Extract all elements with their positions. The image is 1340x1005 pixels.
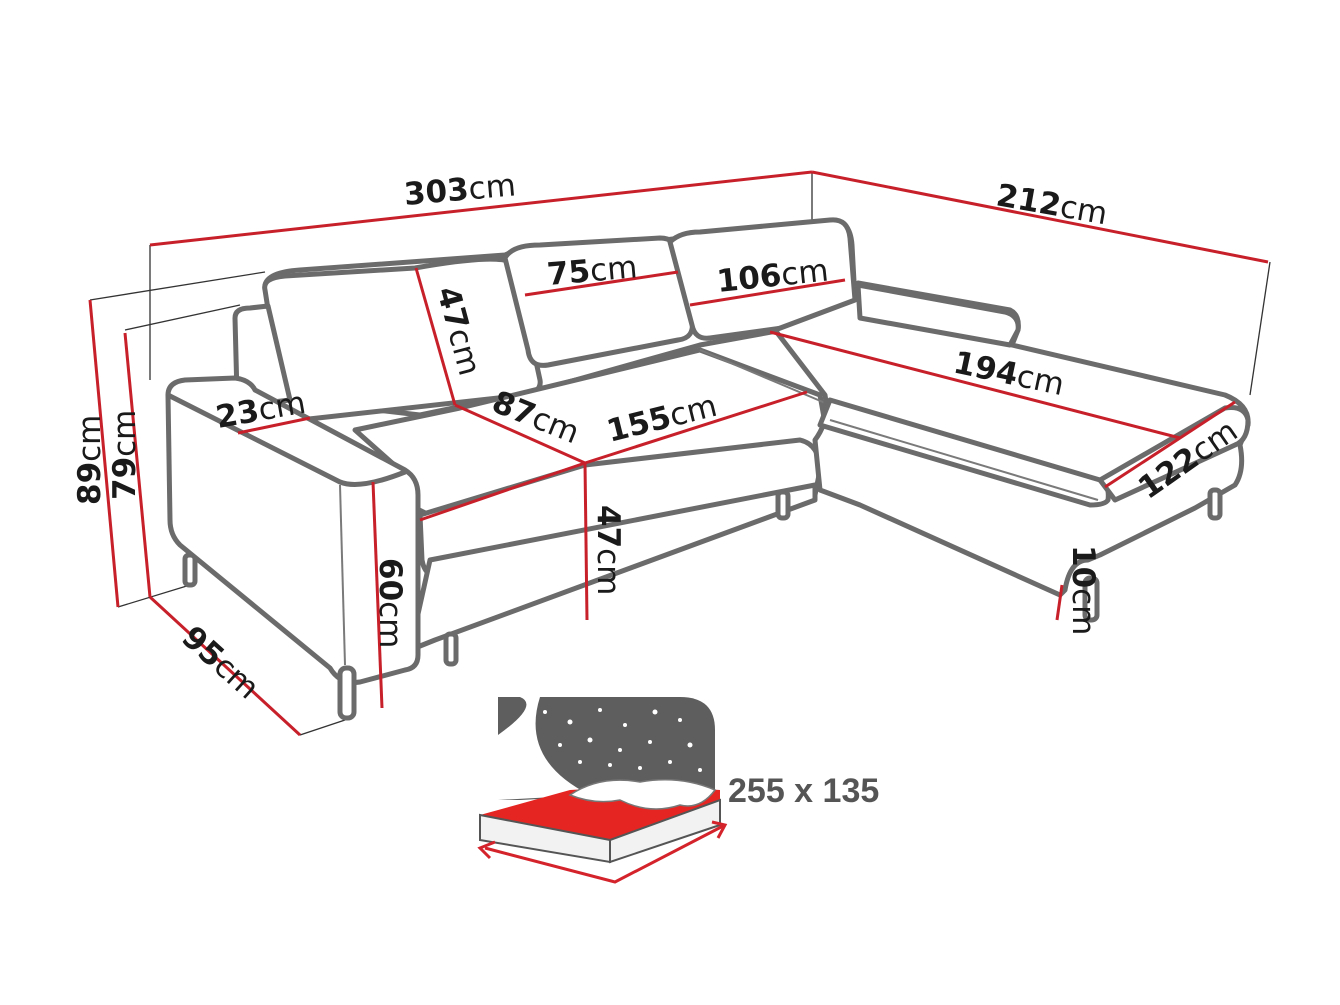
sofa-leg (775, 489, 791, 521)
label-armrest-height: 60cm (372, 558, 408, 648)
sofa-chaise-section (772, 280, 1251, 623)
label-cushion-corner-width: 106cm (715, 252, 830, 300)
sofa-leg (1207, 487, 1223, 521)
sofa-leg (182, 552, 198, 588)
label-total-height: 89cm (72, 415, 108, 505)
label-depth: 95cm (175, 619, 266, 706)
label-backrest-height: 79cm (107, 410, 143, 500)
sofa-main-section (182, 217, 858, 667)
sofa-armrest (165, 375, 421, 721)
label-seat-height: 47cm (590, 505, 626, 595)
sleeping-area-label: 255 x 135 (728, 772, 879, 810)
label-cushion-width: 75cm (546, 249, 639, 293)
sofa-leg (1082, 575, 1100, 623)
label-leg-height: 10cm (1065, 545, 1101, 635)
dimension-lines (88, 170, 1269, 737)
label-chaise-length: 212cm (994, 177, 1111, 232)
sofa-leg (337, 665, 357, 721)
sofa-leg (443, 631, 459, 667)
label-armrest-width: 23cm (213, 385, 308, 436)
label-total-length: 303cm (403, 167, 518, 213)
bed-with-starry-night-icon (477, 697, 728, 884)
